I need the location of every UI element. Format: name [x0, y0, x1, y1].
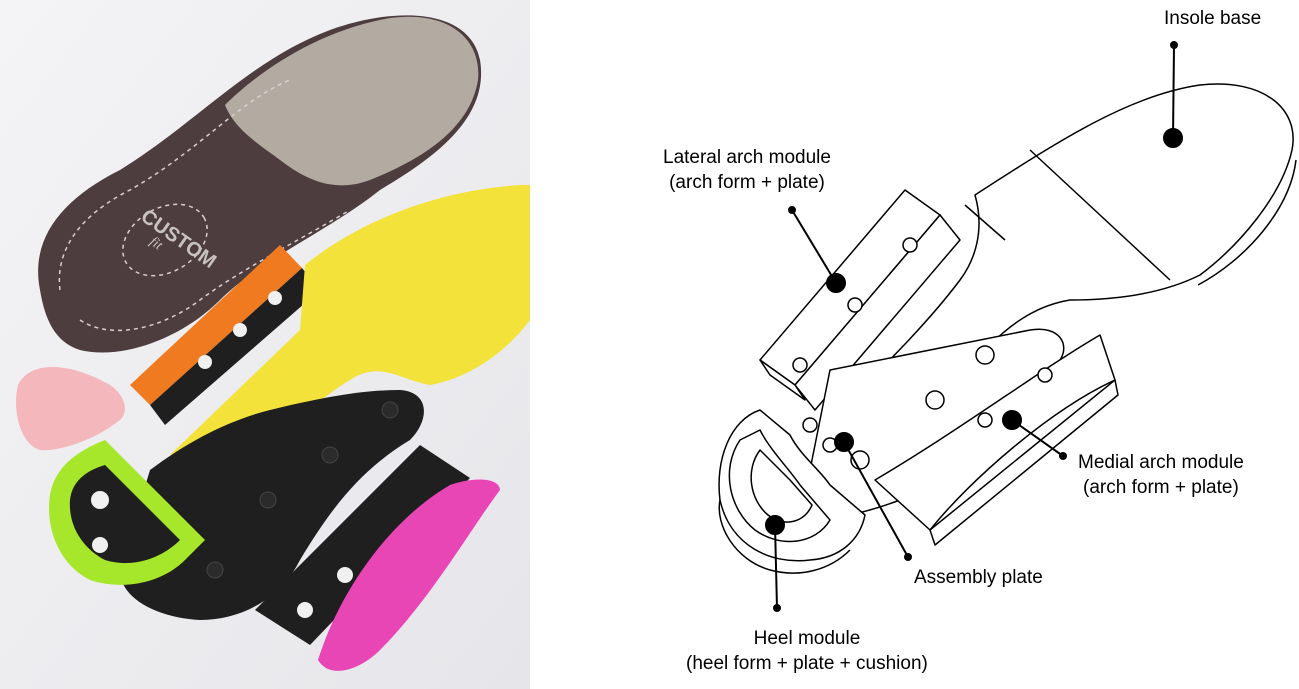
- leader-assembly-plate: [843, 441, 909, 558]
- marker-insole-base: [1163, 128, 1183, 148]
- label-medial-arch: Medial arch module (arch form + plate): [1078, 450, 1244, 500]
- diagram-medial-arch: [874, 334, 1119, 546]
- photo-assembly-plate: [120, 390, 424, 620]
- photo-medial-plate: [255, 445, 470, 645]
- leader-lateral-arch: [791, 209, 837, 284]
- product-photo: CUSTOM fit: [0, 0, 530, 689]
- photo-lateral-arch: [130, 245, 320, 425]
- label-insole-base: Insole base: [1164, 8, 1262, 29]
- label-medial-arch-line2: (arch form + plate): [1083, 477, 1239, 498]
- marker-lateral-arch: [826, 273, 846, 293]
- marker-heel-module: [765, 515, 785, 535]
- diagram-lateral-arch: [759, 189, 961, 411]
- leader-dot: [773, 604, 781, 612]
- leader-medial-arch: [1011, 419, 1064, 457]
- photo-heel-cup: [49, 440, 206, 585]
- label-lateral-arch-line2: (arch form + plate): [669, 172, 825, 193]
- leader-dot: [1170, 41, 1178, 49]
- label-heel-line1: Heel module: [753, 628, 861, 649]
- label-heel-module: Heel module (heel form + plate + cushion…: [686, 626, 928, 676]
- photo-heel-cushion: [16, 366, 125, 451]
- marker-assembly-plate: [834, 432, 854, 452]
- leader-dot: [1059, 452, 1067, 460]
- diagram-heel-module: [718, 409, 866, 574]
- label-lateral-arch-line1: Lateral arch module: [663, 147, 831, 168]
- marker-medial-arch: [1002, 410, 1022, 430]
- photo-magenta-arch: [318, 479, 500, 671]
- diagram-insole-base: [859, 83, 1297, 426]
- label-medial-arch-line1: Medial arch module: [1078, 452, 1244, 473]
- leader-dot: [788, 206, 796, 214]
- label-assembly-plate: Assembly plate: [914, 567, 1043, 588]
- exploded-diagram: [718, 41, 1297, 612]
- leader-insole-base: [1172, 44, 1175, 139]
- insole-top-fabric: [225, 16, 479, 186]
- leader-heel-module: [774, 524, 778, 609]
- leader-dot: [904, 553, 912, 561]
- photo-insole: CUSTOM fit: [38, 15, 482, 353]
- label-heel-line2: (heel form + plate + cushion): [686, 653, 928, 674]
- label-lateral-arch: Lateral arch module (arch form + plate): [663, 145, 831, 195]
